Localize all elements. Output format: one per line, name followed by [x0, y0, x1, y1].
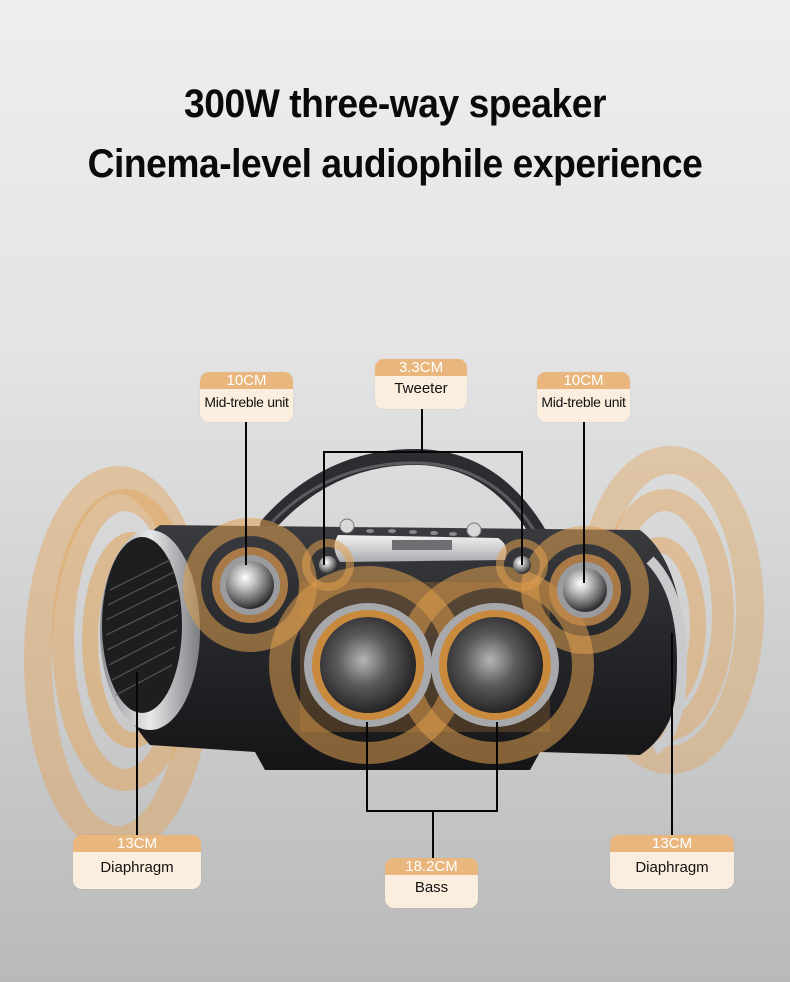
callout-name: Mid-treble unit — [204, 394, 289, 410]
callout-tweeter: 3.3CM Tweeter — [375, 359, 467, 409]
headline-line-2: Cinema-level audiophile experience — [87, 142, 703, 186]
headline-line-1: 300W three-way speaker — [184, 82, 606, 126]
callout-bass: 18.2CM Bass — [385, 858, 478, 908]
connector-diaphragm-right — [671, 633, 673, 835]
callout-size: 18.2CM — [385, 858, 478, 875]
callout-name: Diaphragm — [635, 859, 709, 876]
callout-mid-treble-left: 10CM Mid-treble unit — [200, 372, 293, 422]
callout-size: 13CM — [610, 835, 734, 852]
connector-diaphragm-left — [136, 672, 138, 835]
mid-treble-driver-right — [549, 554, 621, 626]
connector-tweeter-left — [323, 451, 325, 565]
connector-mid-treble-left — [245, 422, 247, 565]
connector-tweeter-bar — [323, 451, 523, 453]
callout-name: Diaphragm — [100, 859, 174, 876]
bass-woofer-left — [304, 603, 432, 727]
callout-mid-treble-right: 10CM Mid-treble unit — [537, 372, 630, 422]
mid-treble-driver-left — [212, 547, 288, 623]
connector-tweeter-stem — [421, 408, 423, 453]
connector-mid-treble-right — [583, 422, 585, 583]
callout-size: 13CM — [73, 835, 201, 852]
handle — [260, 448, 553, 553]
callout-name: Tweeter — [394, 380, 448, 397]
tweeter-right — [513, 556, 531, 574]
callout-name: Bass — [414, 879, 449, 896]
callout-name: Mid-treble unit — [541, 394, 626, 410]
connector-tweeter-right — [521, 451, 523, 565]
callout-size: 10CM — [200, 372, 293, 389]
connector-bass-left — [366, 722, 368, 812]
callout-size: 3.3CM — [375, 359, 467, 376]
callout-diaphragm-left: 13CM Diaphragm — [73, 835, 201, 889]
connector-bass-right — [496, 722, 498, 812]
callout-diaphragm-right: 13CM Diaphragm — [610, 835, 734, 889]
bass-woofer-right — [431, 603, 559, 727]
connector-bass-stem — [432, 810, 434, 858]
tweeter-left — [319, 556, 337, 574]
callout-size: 10CM — [537, 372, 630, 389]
